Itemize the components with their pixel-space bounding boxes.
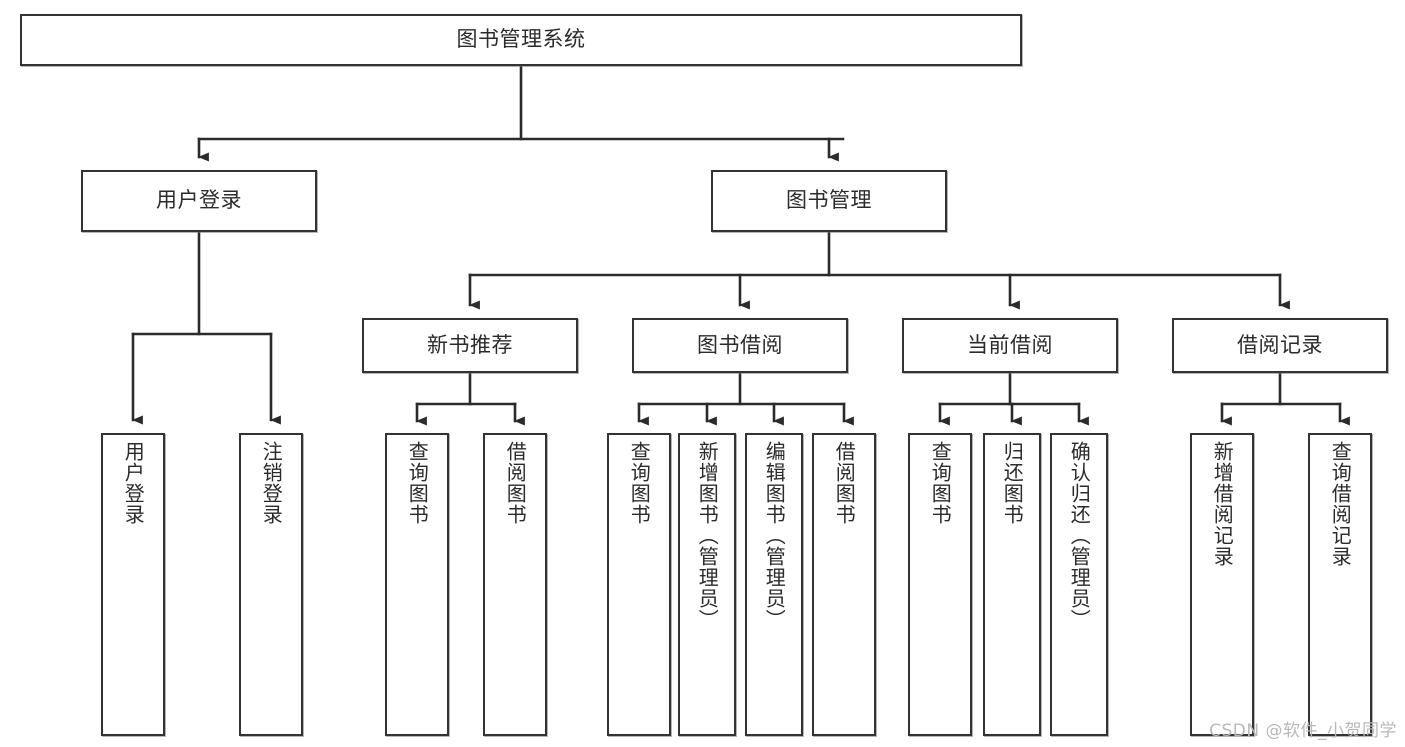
node-book-borrow-label: 图书借阅 [697, 332, 783, 357]
node-book-borrow[interactable]: 图书借阅 [632, 318, 848, 373]
leaf-query-book-3[interactable]: 查询图书 [908, 433, 972, 736]
leaf-query-record-label: 查询借阅记录 [1328, 441, 1353, 567]
leaf-user-login[interactable]: 用户登录 [101, 433, 165, 736]
leaf-edit-book[interactable]: 编辑图书（管理员） [745, 433, 803, 736]
node-new-book-recommend[interactable]: 新书推荐 [362, 318, 578, 373]
leaf-query-book-2-label: 查询图书 [627, 441, 652, 525]
leaf-confirm-return-label: 确认归还（管理员） [1067, 441, 1092, 630]
leaf-query-record[interactable]: 查询借阅记录 [1308, 433, 1372, 736]
leaf-add-book-label: 新增图书（管理员） [695, 441, 720, 630]
leaf-query-book-1[interactable]: 查询图书 [385, 433, 449, 736]
leaf-query-book-3-label: 查询图书 [928, 441, 953, 525]
leaf-borrow-book-1[interactable]: 借阅图书 [483, 433, 547, 736]
leaf-user-logout[interactable]: 注销登录 [239, 433, 303, 736]
leaf-add-record-label: 新增借阅记录 [1210, 441, 1235, 567]
node-current-borrow-label: 当前借阅 [967, 332, 1053, 357]
leaf-borrow-book-2[interactable]: 借阅图书 [812, 433, 876, 736]
leaf-query-book-2[interactable]: 查询图书 [607, 433, 671, 736]
leaf-add-record[interactable]: 新增借阅记录 [1190, 433, 1254, 736]
node-book-manage-label: 图书管理 [786, 188, 872, 213]
node-user-login[interactable]: 用户登录 [81, 170, 317, 232]
leaf-user-logout-label: 注销登录 [259, 441, 284, 525]
leaf-add-book[interactable]: 新增图书（管理员） [678, 433, 736, 736]
leaf-confirm-return[interactable]: 确认归还（管理员） [1050, 433, 1108, 736]
leaf-return-book[interactable]: 归还图书 [983, 433, 1041, 736]
node-borrow-record[interactable]: 借阅记录 [1172, 318, 1388, 373]
leaf-query-book-1-label: 查询图书 [405, 441, 430, 525]
node-user-login-label: 用户登录 [156, 188, 242, 213]
leaf-borrow-book-1-label: 借阅图书 [503, 441, 528, 525]
leaf-borrow-book-2-label: 借阅图书 [832, 441, 857, 525]
leaf-edit-book-label: 编辑图书（管理员） [762, 441, 787, 630]
leaf-user-login-label: 用户登录 [121, 441, 146, 525]
csdn-watermark: CSDN @软件_小贺同学 [1209, 721, 1397, 741]
node-borrow-record-label: 借阅记录 [1237, 332, 1323, 357]
leaf-return-book-label: 归还图书 [1000, 441, 1025, 525]
node-new-book-recommend-label: 新书推荐 [427, 332, 513, 357]
node-current-borrow[interactable]: 当前借阅 [902, 318, 1118, 373]
node-book-manage[interactable]: 图书管理 [711, 170, 947, 232]
node-root[interactable]: 图书管理系统 [20, 14, 1022, 66]
node-root-label: 图书管理系统 [456, 27, 586, 52]
